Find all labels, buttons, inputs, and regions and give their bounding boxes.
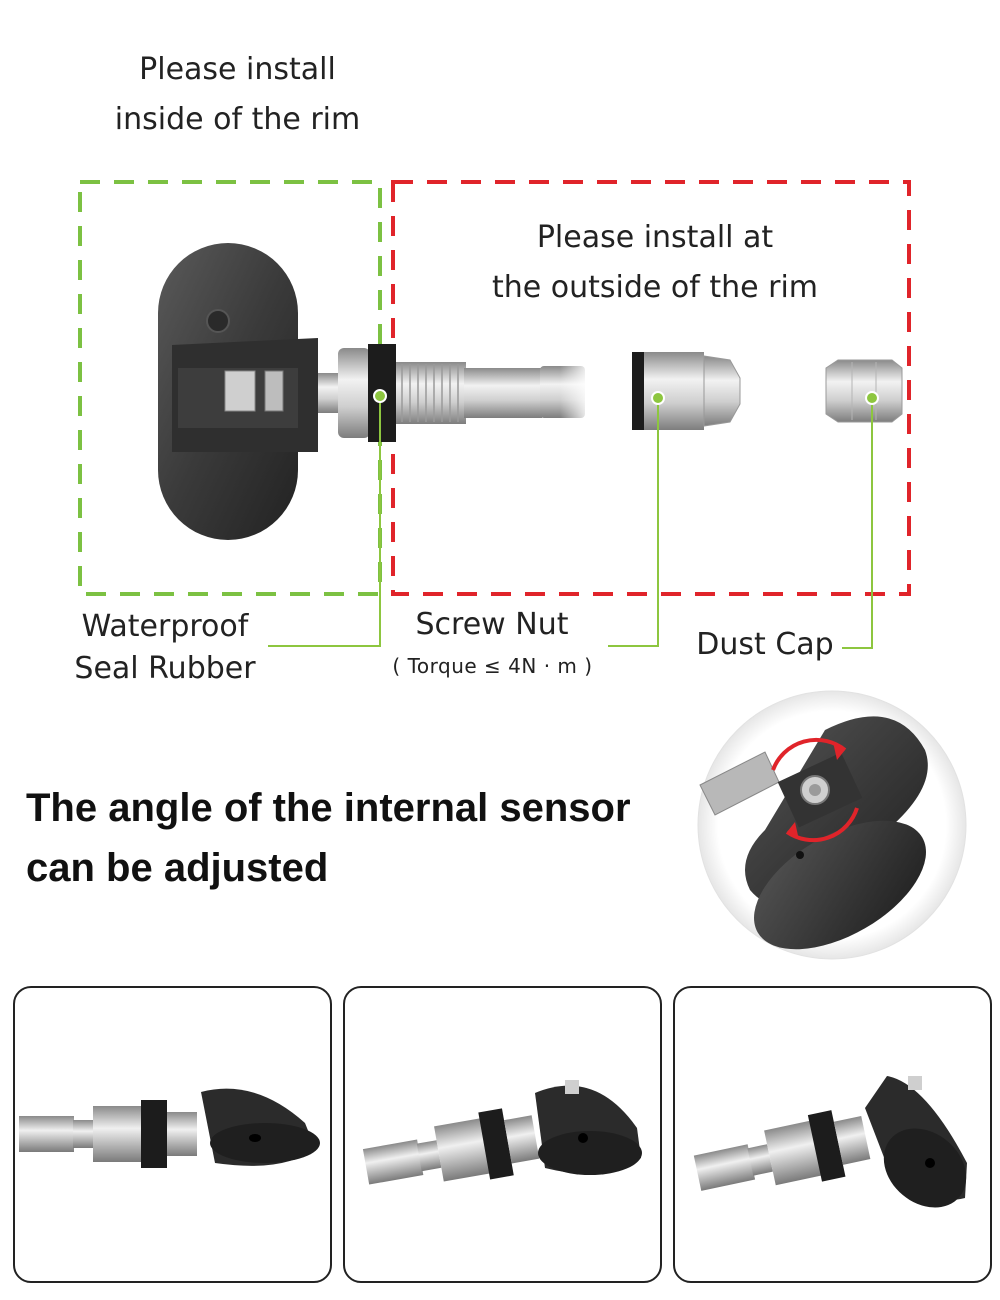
leader-lines	[268, 396, 873, 649]
outside-note-line1: Please install at	[536, 220, 774, 255]
nut-leader	[608, 398, 659, 647]
sensor-angle-steep-image	[693, 1076, 967, 1208]
sensor-body	[158, 243, 318, 540]
angle-frame-steep	[673, 986, 992, 1283]
sensor-angle-medium-image	[362, 1080, 642, 1185]
seal-rubber-callout: Waterproof Seal Rubber	[60, 606, 270, 690]
angle-headline: The angle of the internal sensor can be …	[26, 778, 706, 898]
torque-spec: ( Torque ≤ 4N · m )	[392, 654, 593, 678]
seal-label-line1: Waterproof	[81, 609, 249, 644]
angle-frame-medium	[343, 986, 662, 1283]
seal-label-line2: Seal Rubber	[74, 651, 256, 686]
nut-dot	[651, 391, 665, 405]
headline-line1: The angle of the internal sensor	[26, 786, 631, 830]
seal-leader	[268, 396, 381, 647]
inside-note-line1: Please install	[139, 52, 336, 87]
inside-note-line2: inside of the rim	[114, 102, 361, 137]
sensor-diagram	[78, 180, 911, 649]
screw-nut-label: Screw Nut	[415, 607, 569, 642]
cap-dot	[865, 391, 879, 405]
cap-leader	[842, 398, 873, 649]
screw-nut	[632, 352, 741, 430]
headline-line2: can be adjusted	[26, 846, 329, 890]
outside-note-line2: the outside of the rim	[491, 270, 818, 305]
dust-cap	[825, 359, 903, 423]
angle-frame-shallow	[13, 986, 332, 1283]
seal-dot	[373, 389, 387, 403]
inside-note: Please install inside of the rim	[100, 45, 375, 145]
inside-rim-box	[78, 180, 382, 596]
rotation-detail	[697, 690, 967, 960]
valve-stem	[318, 344, 590, 442]
dust-cap-label: Dust Cap	[696, 627, 834, 662]
sensor-angle-shallow-image	[19, 1088, 320, 1168]
outside-note: Please install at the outside of the rim	[470, 213, 840, 313]
